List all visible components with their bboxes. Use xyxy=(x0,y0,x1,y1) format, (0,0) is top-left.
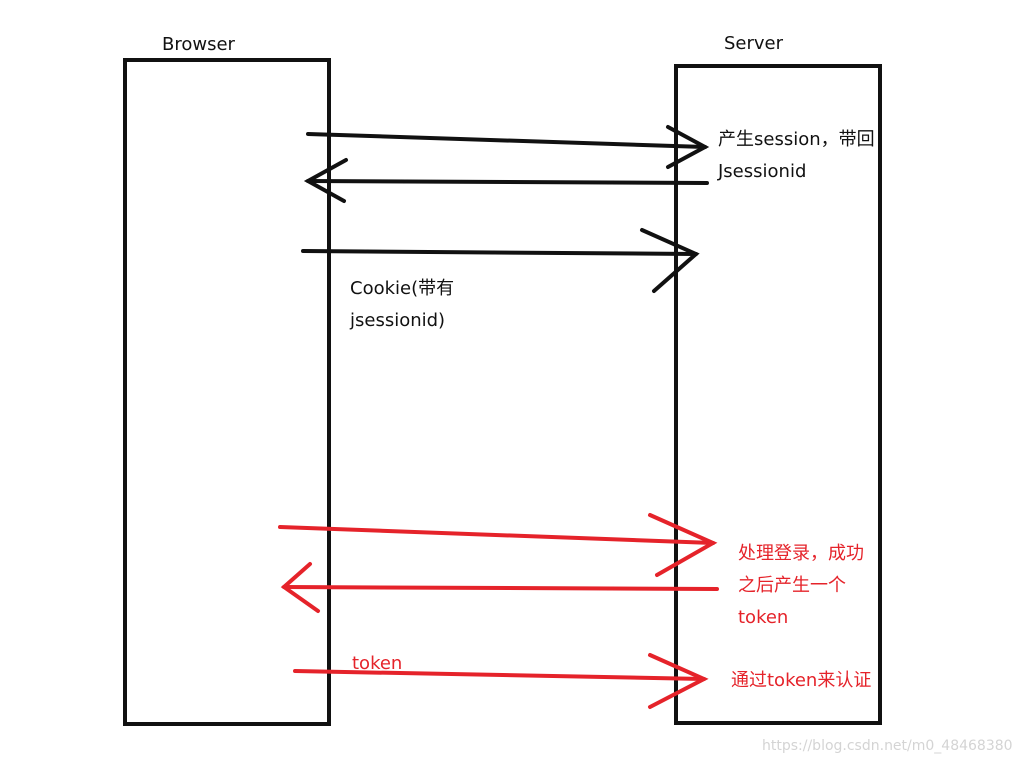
session-response-arrow xyxy=(303,158,709,203)
token-request-label: token xyxy=(352,653,403,674)
token-request-arrow xyxy=(293,653,709,709)
browser-title: Browser xyxy=(162,34,235,55)
server-box xyxy=(674,64,882,725)
cookie-request-arrow xyxy=(301,228,700,293)
login-note-line2: 之后产生一个 xyxy=(738,575,846,596)
token-response-arrow xyxy=(280,562,719,613)
token-verify-note: 通过token来认证 xyxy=(731,670,872,691)
server-session-note-line2: Jsessionid xyxy=(718,161,807,182)
login-note-line3: token xyxy=(738,607,789,628)
cookie-label-line1: Cookie(带有 xyxy=(350,278,455,299)
session-request-arrow xyxy=(306,125,710,169)
login-note-line1: 处理登录，成功 xyxy=(738,543,864,564)
login-request-arrow xyxy=(278,513,718,577)
server-title: Server xyxy=(724,33,784,54)
cookie-label-line2: jsessionid) xyxy=(350,310,446,331)
server-session-note-line1: 产生session，带回 xyxy=(718,129,875,150)
browser-box xyxy=(123,58,331,726)
watermark-text: https://blog.csdn.net/m0_48468380 xyxy=(762,738,1013,754)
